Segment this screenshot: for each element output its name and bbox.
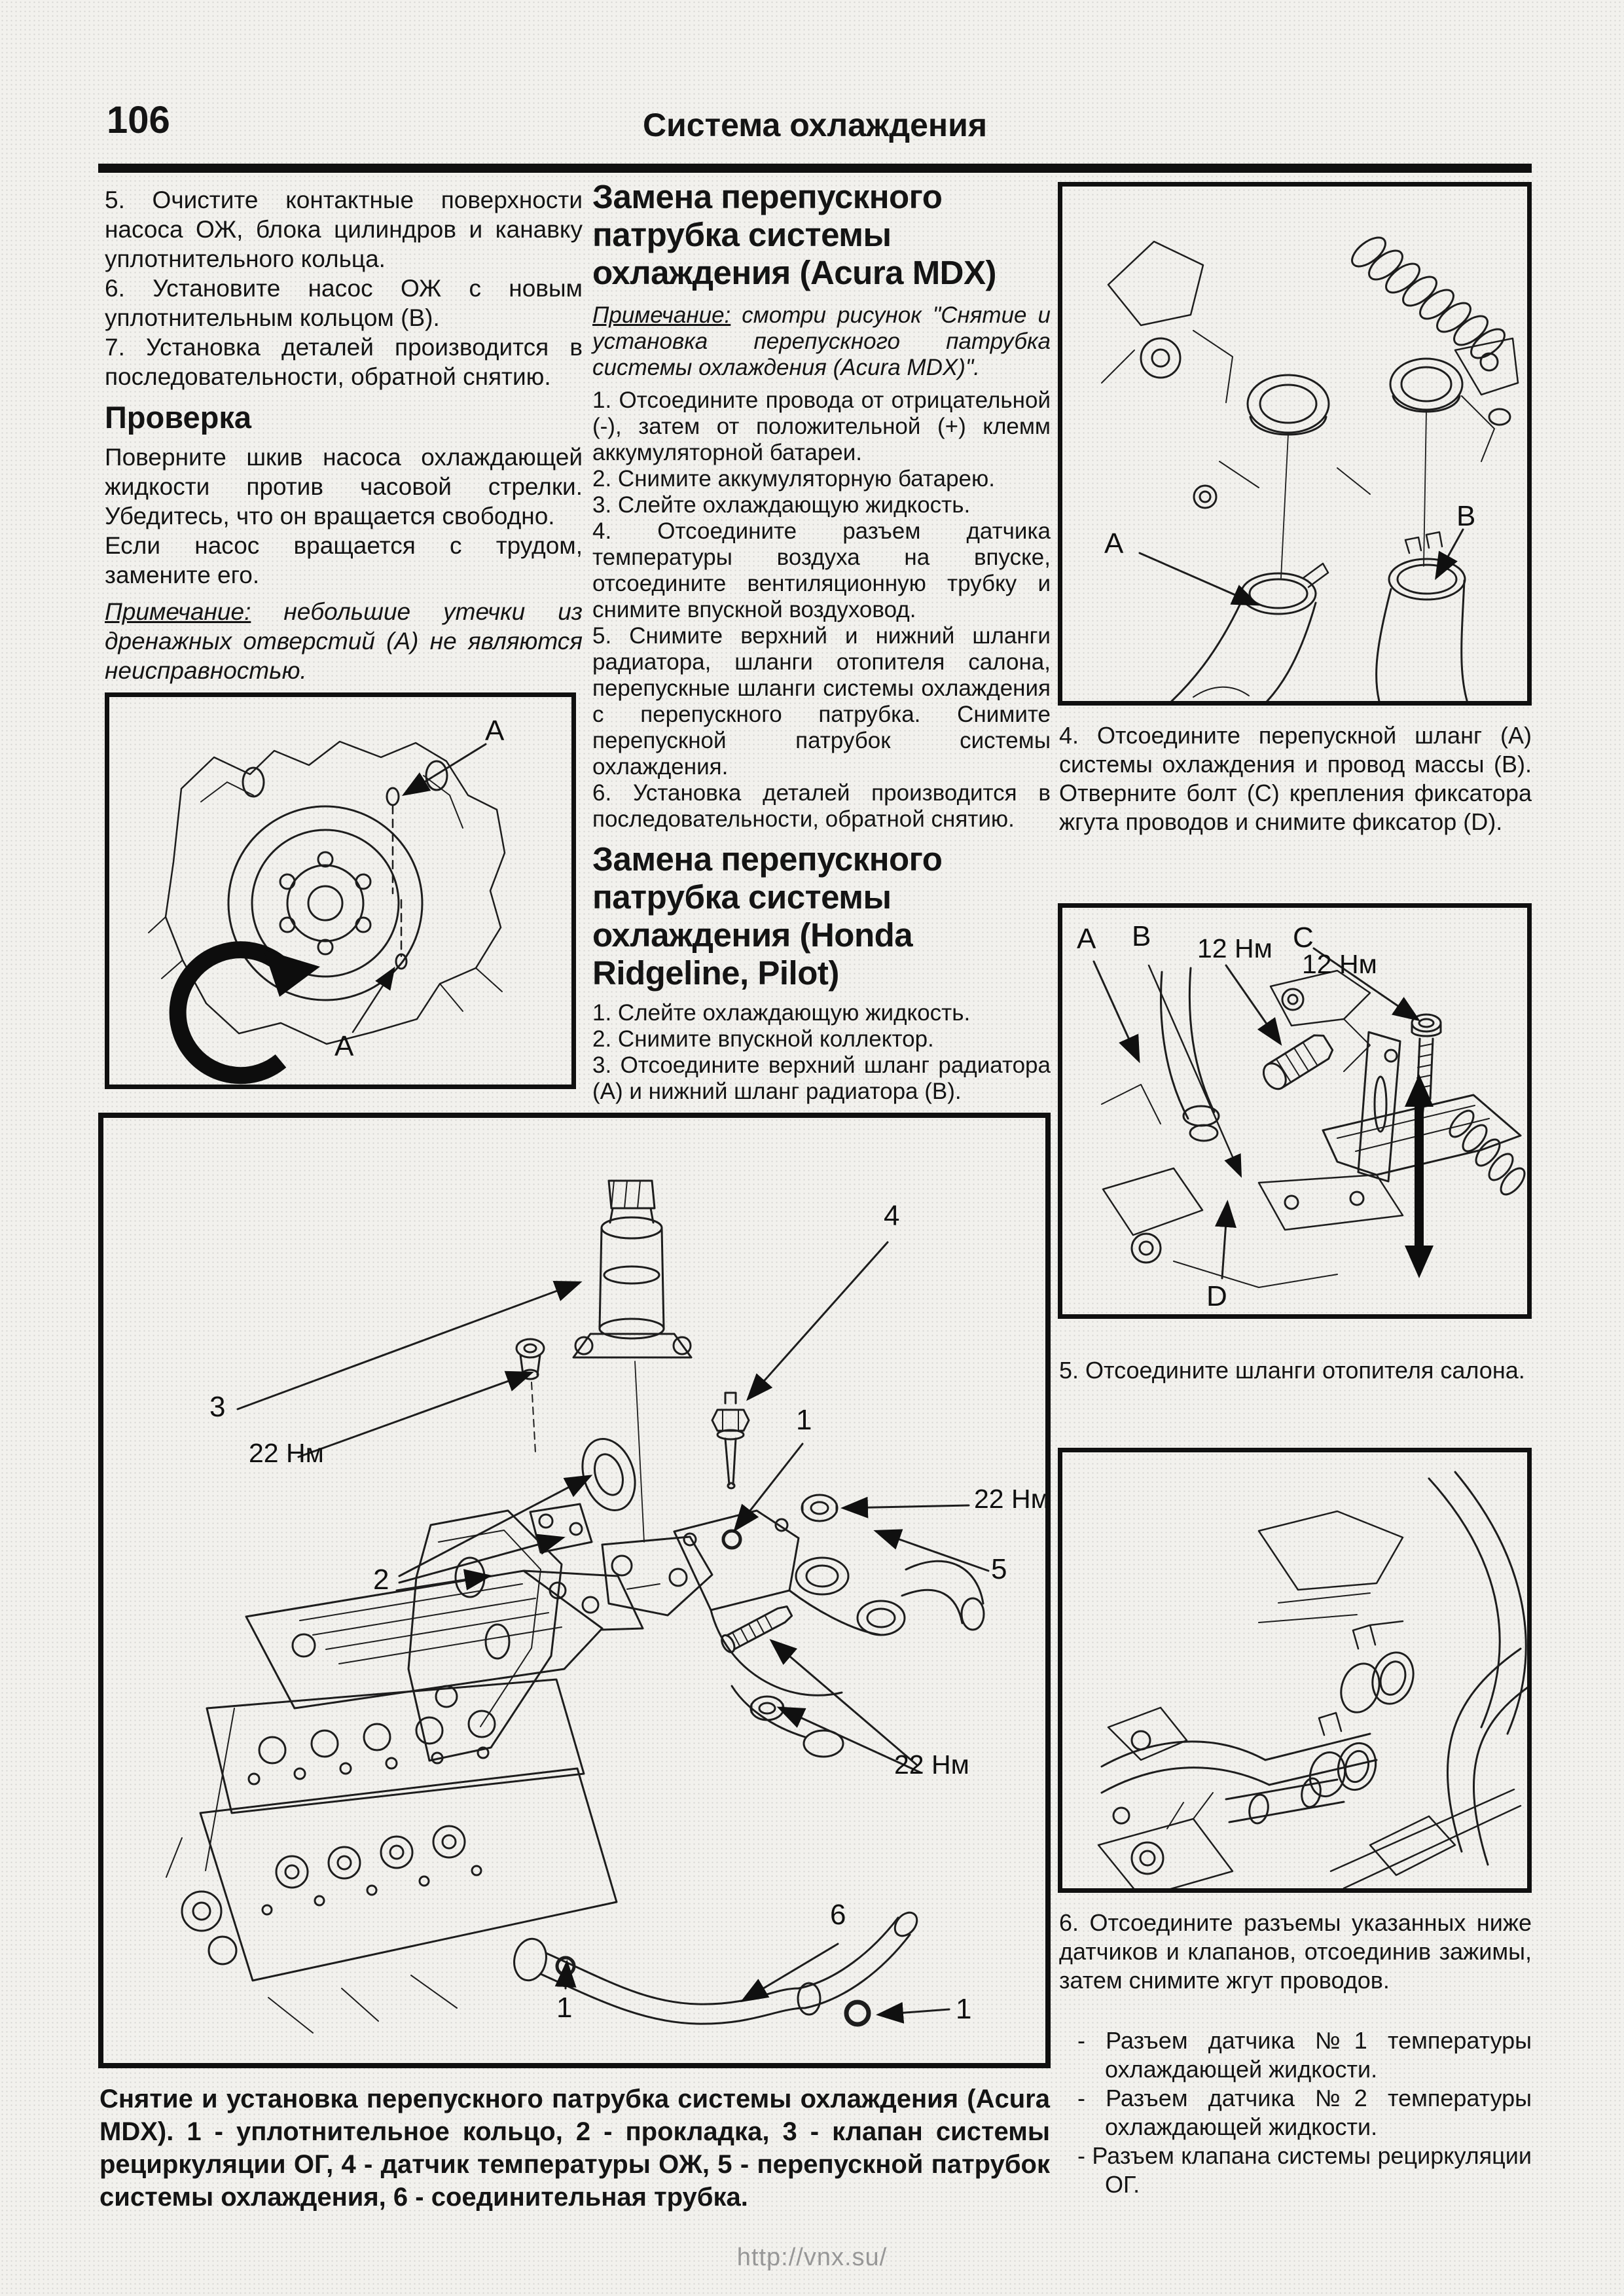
left-step-7: 7. Установка деталей производится в посл…	[105, 334, 583, 390]
left-step-5: 5. Очистите контактные поверхности насос…	[105, 187, 583, 272]
check-block: Поверните шкив насоса охлаждающей жидкос…	[105, 442, 583, 590]
exploded-torque-mid: 22 Нм	[974, 1484, 1049, 1514]
bracket-label-a: A	[1077, 923, 1096, 955]
right-bullets: - Разъем датчика №1 температуры охлаждаю…	[1059, 2026, 1532, 2199]
heater-hoses-figure	[1058, 1448, 1532, 1893]
right-step-6: 6. Отсоедините разъемы указанных ниже да…	[1059, 1909, 1532, 1994]
bracket-bolts-drawing	[1092, 947, 1526, 1288]
section1-note-label: Примечание:	[592, 302, 731, 328]
water-pump-figure: A A	[105, 692, 576, 1089]
check-heading: Проверка	[105, 400, 251, 435]
bracket-label-b: B	[1132, 920, 1151, 952]
check-para-2: Если насос вращается с трудом, замените …	[105, 532, 583, 588]
exploded-label-1-right: 1	[956, 1993, 972, 2025]
up-arrowhead	[1405, 1074, 1434, 1107]
s2-step-2: 2. Снимите впускной коллектор.	[592, 1026, 934, 1052]
s1-step-3: 3. Слейте охлаждающую жидкость.	[592, 492, 971, 518]
section1-note-text: смотри рисунок "Снятие и установка переп…	[592, 302, 1051, 380]
exploded-label-4: 4	[884, 1200, 900, 1232]
section1-note: Примечание: смотри рисунок "Снятие и уст…	[592, 302, 1051, 381]
hoses-label-b: B	[1456, 500, 1476, 532]
rotation-arrowhead	[264, 950, 320, 997]
main-figure-caption: Снятие и установка перепускного патрубка…	[99, 2085, 1050, 2212]
radiator-hoses-figure: A B	[1058, 182, 1532, 706]
exploded-label-1-top: 1	[796, 1404, 812, 1436]
exploded-torque-bottom: 22 Нм	[894, 1749, 969, 1780]
left-note: Примечание: небольшие утечки из дренажны…	[105, 597, 583, 685]
heater-hoses-drawing	[1097, 1471, 1527, 1888]
bracket-label-c: C	[1293, 922, 1314, 954]
exploded-label-5: 5	[991, 1553, 1007, 1585]
pump-label-a-bottom: A	[334, 1030, 354, 1062]
section1-steps: 1. Отсоедините провода от отрицательной …	[592, 387, 1051, 833]
hoses-label-a: A	[1104, 528, 1124, 560]
exploded-label-3: 3	[209, 1391, 226, 1423]
water-pump-drawing	[148, 740, 506, 1085]
down-arrowhead	[1405, 1246, 1434, 1278]
left-note-text: небольшие утечки из дренажных отверстий …	[105, 598, 583, 684]
section1-title: Замена перепускного патрубка системы охл…	[592, 178, 997, 291]
exploded-label-1-center: 1	[556, 1992, 573, 2024]
page-title: Система охлаждения	[642, 107, 988, 143]
left-steps-block: 5. Очистите контактные поверхности насос…	[105, 185, 583, 391]
s1-step-6: 6. Установка деталей производится в посл…	[592, 780, 1051, 832]
pump-label-a-top: A	[485, 715, 505, 747]
s1-step-1: 1. Отсоедините провода от отрицательной …	[592, 387, 1051, 465]
header-rule	[98, 164, 1532, 173]
bracket-label-d: D	[1206, 1280, 1227, 1312]
exploded-view-figure: 3 22 Нм 4 1 22 Нм 2 5 22 Нм 6 1 1	[98, 1113, 1051, 2068]
bullet-sensor-1: - Разъем датчика №1 температуры охлаждаю…	[1077, 2027, 1532, 2083]
s2-step-1: 1. Слейте охлаждающую жидкость.	[592, 1000, 971, 1026]
left-step-6: 6. Установите насос ОЖ с новым уплотните…	[105, 275, 583, 331]
bullet-sensor-2: - Разъем датчика №2 температуры охлаждаю…	[1077, 2085, 1532, 2140]
bracket-torque-left: 12 Нм	[1197, 933, 1272, 963]
s1-step-2: 2. Снимите аккумуляторную батарею.	[592, 466, 995, 492]
right-step-5: 5. Отсоедините шланги отопителя салона.	[1059, 1357, 1525, 1384]
section2-title: Замена перепускного патрубка системы охл…	[592, 840, 943, 992]
exploded-torque-top: 22 Нм	[249, 1438, 324, 1468]
s1-step-5: 5. Снимите верхний и нижний шланги радиа…	[592, 623, 1051, 780]
s2-step-3: 3. Отсоедините верхний шланг радиатора (…	[592, 1052, 1051, 1104]
bracket-torque-right: 12 Нм	[1302, 949, 1377, 979]
left-note-label: Примечание:	[105, 598, 251, 625]
exploded-label-6: 6	[830, 1899, 846, 1931]
bullet-egr-valve: - Разъем клапана системы рециркуляции ОГ…	[1077, 2142, 1532, 2198]
watermark-url: http://vnx.su/	[736, 2244, 888, 2271]
page-number: 106	[107, 99, 170, 141]
check-para-1: Поверните шкив насоса охлаждающей жидкос…	[105, 444, 583, 529]
radiator-hoses-drawing	[1101, 236, 1519, 701]
right-step-4: 4. Отсоедините перепускной шланг (А) сис…	[1059, 722, 1532, 835]
bracket-bolts-figure: A B 12 Нм C 12 Нм D	[1058, 903, 1532, 1319]
s1-step-4: 4. Отсоедините разъем датчика температур…	[592, 518, 1051, 622]
exploded-view-drawing	[166, 1179, 990, 2034]
exploded-label-2: 2	[373, 1564, 389, 1596]
section2-steps: 1. Слейте охлаждающую жидкость. 2. Сними…	[592, 1000, 1051, 1105]
